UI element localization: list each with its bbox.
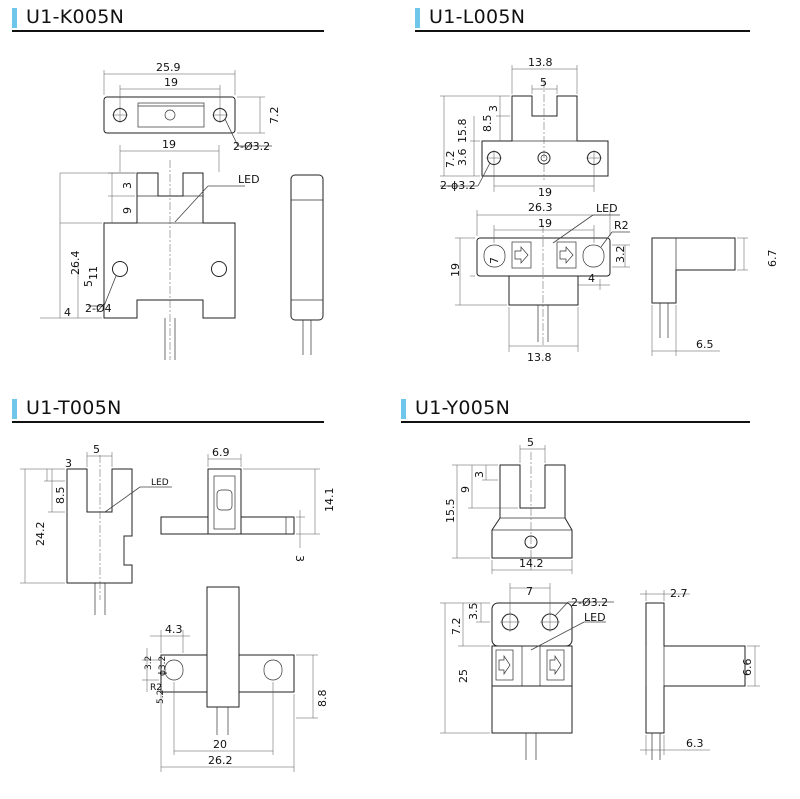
dim-label: 19: [162, 138, 176, 151]
dim-label: 26.3: [528, 201, 553, 214]
dim-label: 26.2: [208, 754, 233, 767]
section-header-t: U1-T005N: [12, 397, 324, 423]
dim-label: 3: [487, 105, 500, 112]
dim-label: 13.8: [527, 351, 552, 364]
dim-label: 3: [293, 555, 306, 562]
section-title-l: U1-L005N: [429, 6, 526, 28]
dim-label: 19: [538, 217, 552, 230]
dim-label: 6.9: [212, 446, 230, 459]
dim-label: 5: [82, 280, 95, 287]
header-underline: [401, 421, 750, 423]
section-header-l: U1-L005N: [415, 6, 750, 32]
dim-label: 3: [473, 471, 486, 478]
led-label: LED: [151, 478, 169, 488]
dim-label: 7: [526, 585, 533, 598]
y-profile-view: 2.7 6.6 6.3: [640, 587, 760, 760]
dim-label: 4: [588, 272, 595, 285]
dim-label: R2: [614, 219, 629, 232]
dim-label: 15.5: [444, 499, 457, 524]
dim-label: 8.5: [481, 115, 494, 133]
dim-label: 2.7: [670, 587, 688, 600]
dim-label: 3: [65, 457, 72, 470]
dim-label: 5: [527, 436, 534, 449]
l-front-view: 26.3 19 LED R2 7 3.2 4 19 13.8: [449, 201, 630, 364]
header-underline: [415, 30, 750, 32]
dim-label: 24.2: [34, 522, 47, 547]
dim-label: 6.5: [696, 338, 714, 351]
dim-label: R2: [150, 683, 162, 693]
dim-label: 3.6: [456, 149, 469, 167]
header-accent-bar: [12, 8, 17, 28]
dim-label: 7.2: [268, 107, 281, 125]
led-label: LED: [238, 173, 260, 186]
dim-label: 3.2: [614, 246, 627, 264]
y-front-view: 5 3 9 15.5 14.2: [444, 436, 573, 574]
header-underline: [12, 30, 324, 32]
header-accent-bar: [415, 8, 420, 28]
t-top-view: 6.9 14.1 3: [160, 446, 336, 562]
dim-label: 11: [87, 266, 100, 280]
dim-label: 15.8: [456, 119, 469, 144]
dim-label: 26.4: [69, 251, 82, 276]
dim-label: 19: [538, 186, 552, 199]
dim-label: 25.9: [156, 61, 181, 74]
dim-label: 14.2: [519, 557, 544, 570]
section-title-y: U1-Y005N: [415, 397, 511, 419]
dim-label: 7.2: [444, 151, 457, 169]
dim-label: 13.8: [528, 56, 553, 69]
led-label: LED: [596, 202, 618, 215]
dim-label: 20: [213, 738, 227, 751]
dim-label: 4: [64, 306, 71, 319]
t-front-view: 3 5 8.5 LED 24.2: [20, 443, 172, 615]
l-top-view: 13.8 5 3 8.5 15.8 3.6 7.2 2-ϕ3.2 19: [440, 56, 609, 199]
y-side-view: 7 2-Ø3.2 LED 7.2 3.5 25: [440, 583, 614, 760]
dim-label: 19: [449, 263, 462, 277]
dim-label: 2-Ø3.2: [571, 596, 608, 609]
dim-label: 6.3: [686, 737, 704, 750]
dim-label: 8.5: [54, 487, 67, 505]
dim-label: 3.2: [144, 656, 154, 670]
header-underline: [12, 421, 324, 423]
dim-label: 9: [459, 486, 472, 493]
dim-label: 2-ϕ3.2: [440, 179, 476, 192]
dim-label: 25: [457, 669, 470, 683]
dim-label: 3.5: [467, 603, 480, 621]
k-front-view: 19 3 9 26.4 5 11 4 LED 2-Ø4: [40, 138, 260, 360]
dim-label: 2-Ø3.2: [233, 140, 270, 153]
led-label: LED: [584, 611, 606, 624]
t-side-view: 20 26.2 4.3 8.8 3.2 ϕ3.2 R2 5.2: [142, 586, 329, 772]
dim-label: 6.7: [766, 250, 779, 268]
dim-label: 5: [540, 76, 547, 89]
dim-label: 5: [93, 443, 100, 456]
dim-label: 9: [121, 207, 134, 214]
dim-label: 6.6: [741, 659, 754, 677]
k-top-view: 25.9 19 7.2 2-Ø3.2: [103, 61, 281, 153]
dim-label: 2-Ø4: [85, 302, 112, 315]
l-side-view: 6.7 6.5: [651, 237, 779, 356]
section-header-y: U1-Y005N: [401, 397, 750, 423]
section-title-k: U1-K005N: [26, 6, 125, 28]
section-header-k: U1-K005N: [12, 6, 324, 32]
dim-label: 7: [488, 257, 501, 264]
dim-label: 19: [164, 76, 178, 89]
dim-label: 8.8: [316, 690, 329, 708]
dim-label: 4.3: [165, 623, 183, 636]
dim-label: 3: [121, 182, 134, 189]
dim-label: 5.2: [156, 690, 166, 704]
section-title-t: U1-T005N: [26, 397, 122, 419]
k-side-view: [290, 174, 324, 355]
dim-label: 14.1: [323, 488, 336, 513]
dim-label: ϕ3.2: [158, 656, 168, 676]
header-accent-bar: [401, 399, 406, 419]
dim-label: 7.2: [450, 618, 463, 636]
header-accent-bar: [12, 399, 17, 419]
